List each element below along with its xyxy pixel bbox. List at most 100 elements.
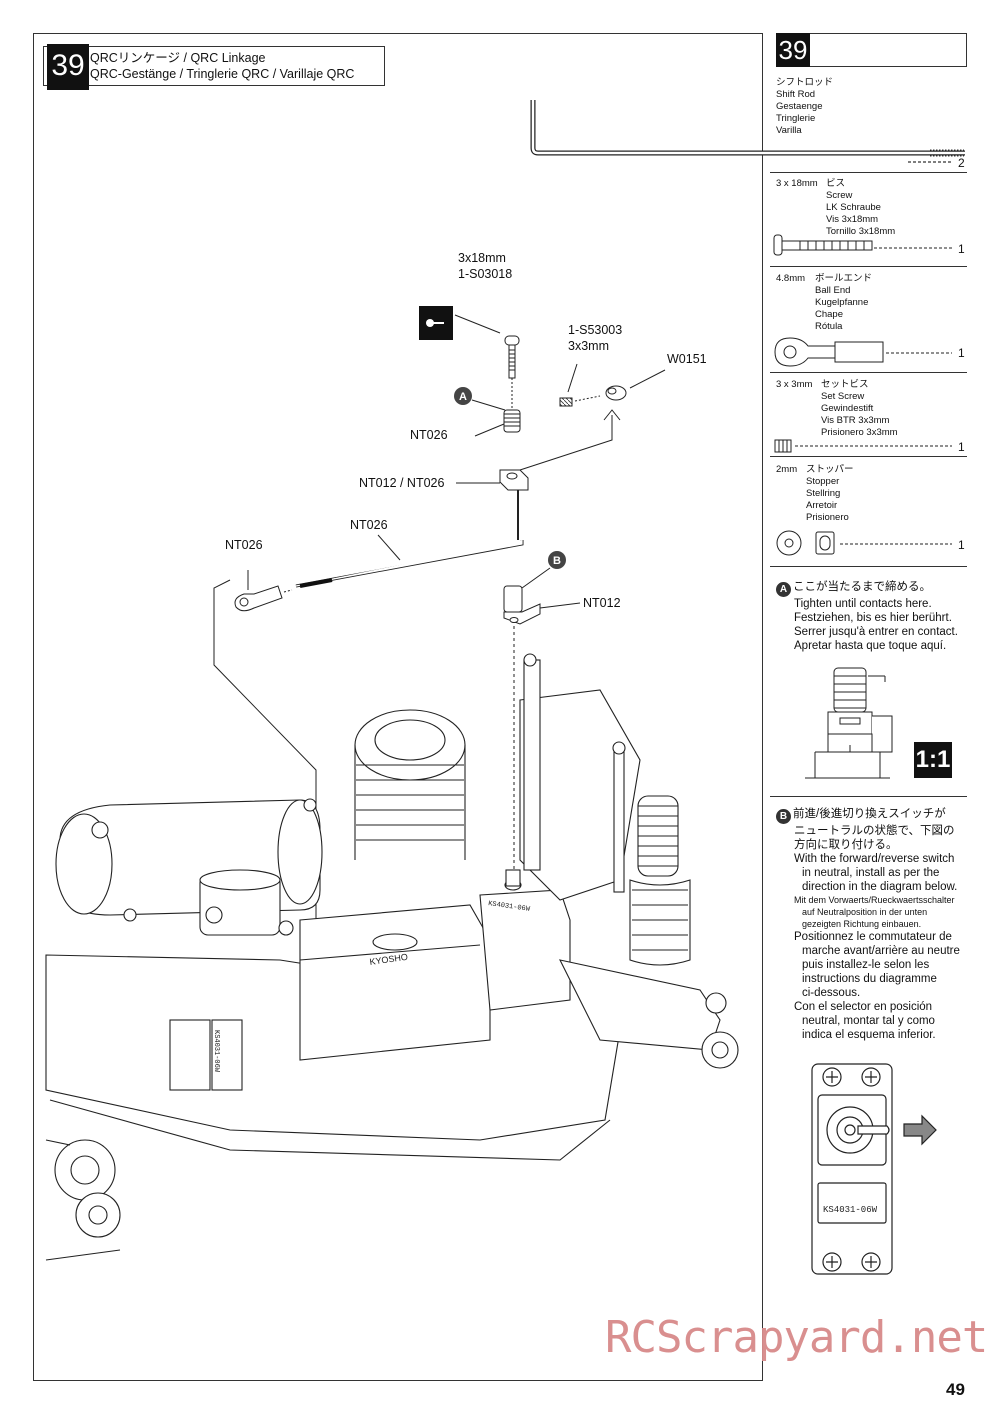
- step-title-line2: QRC-Gestänge / Tringlerie QRC / Varillaj…: [90, 67, 355, 81]
- part-name-fr: Tringlerie: [776, 113, 816, 124]
- part-name-de: Stellring: [806, 488, 841, 499]
- part-size: 3 x 18mm: [776, 178, 818, 189]
- threaded-collar: [474, 409, 521, 437]
- part-name-de: Gewindestift: [821, 403, 874, 414]
- part-name-es: Tornillo 3x18mm: [826, 226, 896, 237]
- note-line: Con el selector en posición: [794, 1001, 933, 1013]
- part-name-fr: Arretoir: [806, 500, 838, 511]
- marker-a-text: A: [459, 391, 467, 403]
- ball-end-icon: [774, 337, 952, 367]
- part-name-jp: シフトロッド: [776, 77, 834, 88]
- note-line: Apretar hasta que toque aquí.: [794, 640, 947, 652]
- note-line: ci-dessous.: [802, 987, 861, 999]
- label-screw-size: 3x18mm: [458, 251, 506, 265]
- part-size: 2mm: [776, 464, 798, 475]
- marker-a-circle: [454, 387, 472, 405]
- label-nt026-rod: NT026: [350, 518, 388, 532]
- note-line: ニュートラルの状態で、下図の: [794, 825, 955, 837]
- part-name-jp: ストッパー: [806, 464, 854, 475]
- part-name-de: LK Schraube: [826, 202, 881, 213]
- leader-line: [521, 567, 551, 589]
- part-name-jp: ボールエンド: [815, 273, 873, 284]
- marker-b-icon: B: [776, 809, 791, 824]
- part-stopper-label: ストッパー Stopper Stellring Arretoir Prision…: [806, 464, 854, 524]
- note-line: puis installez-le selon les: [802, 959, 930, 971]
- note-line: Tighten until contacts here.: [794, 598, 932, 610]
- part-name-fr: Vis BTR 3x3mm: [821, 415, 890, 426]
- part-shift-rod-label: シフトロッド Shift Rod Gestaenge Tringlerie Va…: [776, 77, 833, 137]
- part-name-de: Kugelpfanne: [815, 297, 869, 308]
- part-name-en: Screw: [826, 190, 853, 201]
- marker-b-circle: [548, 551, 566, 569]
- marker-b-text: B: [553, 555, 561, 567]
- screwdriver-icon: [419, 306, 501, 340]
- part-name-fr: Chape: [815, 309, 843, 320]
- servo-diagram: [811, 1063, 937, 1275]
- shift-rod-icon: [530, 100, 965, 163]
- marker-a-icon: A: [776, 582, 791, 597]
- stopper-icon: [776, 530, 952, 556]
- part-qty: 1: [958, 242, 965, 256]
- set-screw-icon: [774, 439, 952, 453]
- part-set-screw-label: セットビス Set Screw Gewindestift Vis BTR 3x3…: [821, 379, 898, 439]
- step-title-box: 39 QRCリンケージ / QRC Linkage QRC-Gestänge /…: [43, 44, 385, 90]
- divider: [770, 172, 967, 173]
- part-name-en: Shift Rod: [776, 89, 816, 100]
- note-line: Positionnez le commutateur de: [794, 931, 952, 943]
- label-set-screw-size: 3x3mm: [568, 339, 609, 353]
- part-ball-end-label: ボールエンド Ball End Kugelpfanne Chape Rótula: [815, 273, 872, 333]
- scale-badge: 1:1: [914, 742, 952, 778]
- tighten-detail-illustration: [805, 667, 893, 779]
- step-frame: [33, 33, 763, 1381]
- note-line: neutral, montar tal y como: [802, 1015, 935, 1027]
- screw-icon: [773, 234, 952, 256]
- label-stopper-code: W0151: [667, 352, 707, 366]
- divider: [770, 456, 967, 457]
- label-nt026: NT026: [410, 428, 448, 442]
- part-size: 4.8mm: [776, 273, 806, 284]
- note-line: gezeigten Richtung einbauen.: [802, 919, 922, 929]
- part-name-fr: Vis 3x18mm: [826, 214, 879, 225]
- note-line: 方向に取り付ける。: [794, 839, 898, 851]
- note-line: ここが当たるまで締める。: [793, 581, 931, 593]
- part-name-en: Set Screw: [821, 391, 865, 402]
- step-number-badge: 39: [47, 44, 89, 90]
- label-nt012-nt026: NT012 / NT026: [359, 476, 445, 490]
- screw-3x18-exploded: [504, 335, 520, 410]
- part-qty: 1: [958, 440, 965, 454]
- part-name-en: Stopper: [806, 476, 840, 487]
- watermark: RCScrapyard.net: [605, 1312, 988, 1363]
- part-screw-label: ビス Screw LK Schraube Vis 3x18mm Tornillo…: [826, 178, 895, 238]
- part-name-de: Gestaenge: [776, 101, 823, 112]
- label-set-screw-code: 1-S53003: [568, 323, 623, 337]
- part-name-es: Prisionero 3x3mm: [821, 427, 898, 438]
- leader-line: [471, 399, 506, 411]
- part-name-jp: セットビス: [821, 379, 869, 390]
- servo-mark: KS4031-06W: [212, 1030, 220, 1073]
- part-qty: 1: [958, 538, 965, 552]
- nt026-rod: [295, 534, 524, 588]
- part-qty: 2: [958, 156, 965, 170]
- label-nt026-end: NT026: [225, 538, 263, 552]
- label-screw-code: 1-S03018: [458, 267, 513, 281]
- set-screw-and-stopper: [559, 363, 666, 407]
- note-line: indica el esquema inferior.: [802, 1029, 936, 1041]
- note-line: auf Neutralposition in der unten: [802, 907, 928, 917]
- nt026-ball-end: [234, 570, 293, 612]
- part-name-en: Ball End: [815, 285, 851, 296]
- label-nt012: NT012: [583, 596, 621, 610]
- divider: [770, 796, 967, 797]
- note-line: Festziehen, bis es hier berührt.: [794, 612, 952, 624]
- part-name-es: Rótula: [815, 321, 843, 332]
- note-line: Mit dem Vorwaerts/Rueckwaertsschalter: [794, 895, 955, 905]
- note-line: With the forward/reverse switch: [794, 853, 955, 865]
- buggy-chassis: [45, 653, 739, 1261]
- note-line: Serrer jusqu'à entrer en contact.: [794, 626, 958, 638]
- part-name-es: Varilla: [776, 125, 802, 136]
- note-line: marche avant/arrière au neutre: [802, 945, 960, 957]
- part-qty: 1: [958, 346, 965, 360]
